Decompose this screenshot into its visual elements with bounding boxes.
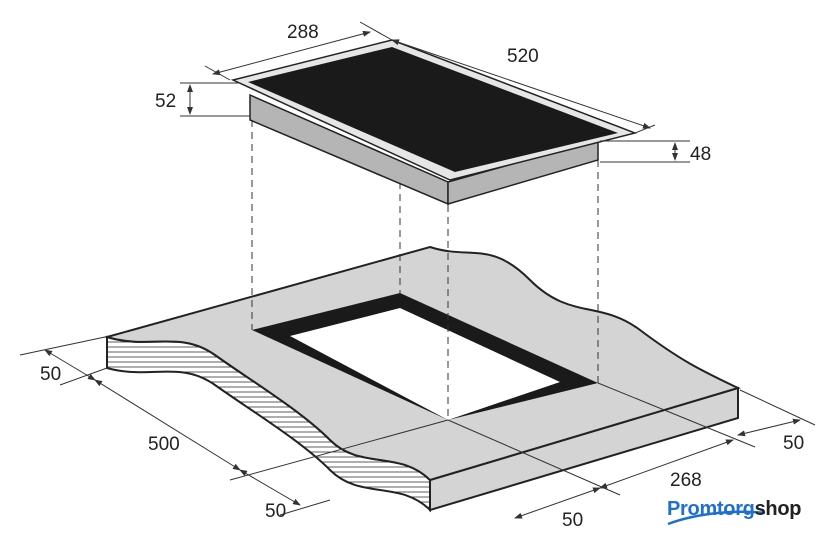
label-hob-width: 288 — [287, 22, 319, 43]
cutout-opening — [290, 308, 560, 420]
label-right-margin: 50 — [783, 433, 804, 454]
logo-swoosh — [667, 510, 766, 526]
label-hob-height-body: 48 — [690, 144, 711, 165]
dimension-lines — [19, 21, 816, 519]
label-hob-height-total: 52 — [155, 91, 176, 112]
promtorgshop-logo: Promtorgshop — [667, 498, 801, 521]
label-cutout-width: 268 — [670, 470, 702, 491]
dimension-labels: 288 520 52 48 50 500 50 50 268 50 — [40, 22, 804, 531]
label-front-margin: 50 — [265, 501, 286, 522]
label-hob-depth: 520 — [507, 46, 539, 67]
projection-lines — [251, 120, 599, 420]
logo-part-1: Promtorg — [667, 498, 755, 520]
countertop — [103, 245, 741, 513]
hob — [230, 39, 638, 206]
label-cutout-depth: 500 — [148, 434, 180, 455]
label-back-margin: 50 — [562, 510, 583, 531]
logo-part-2: shop — [754, 498, 802, 520]
label-left-margin: 50 — [40, 364, 61, 385]
